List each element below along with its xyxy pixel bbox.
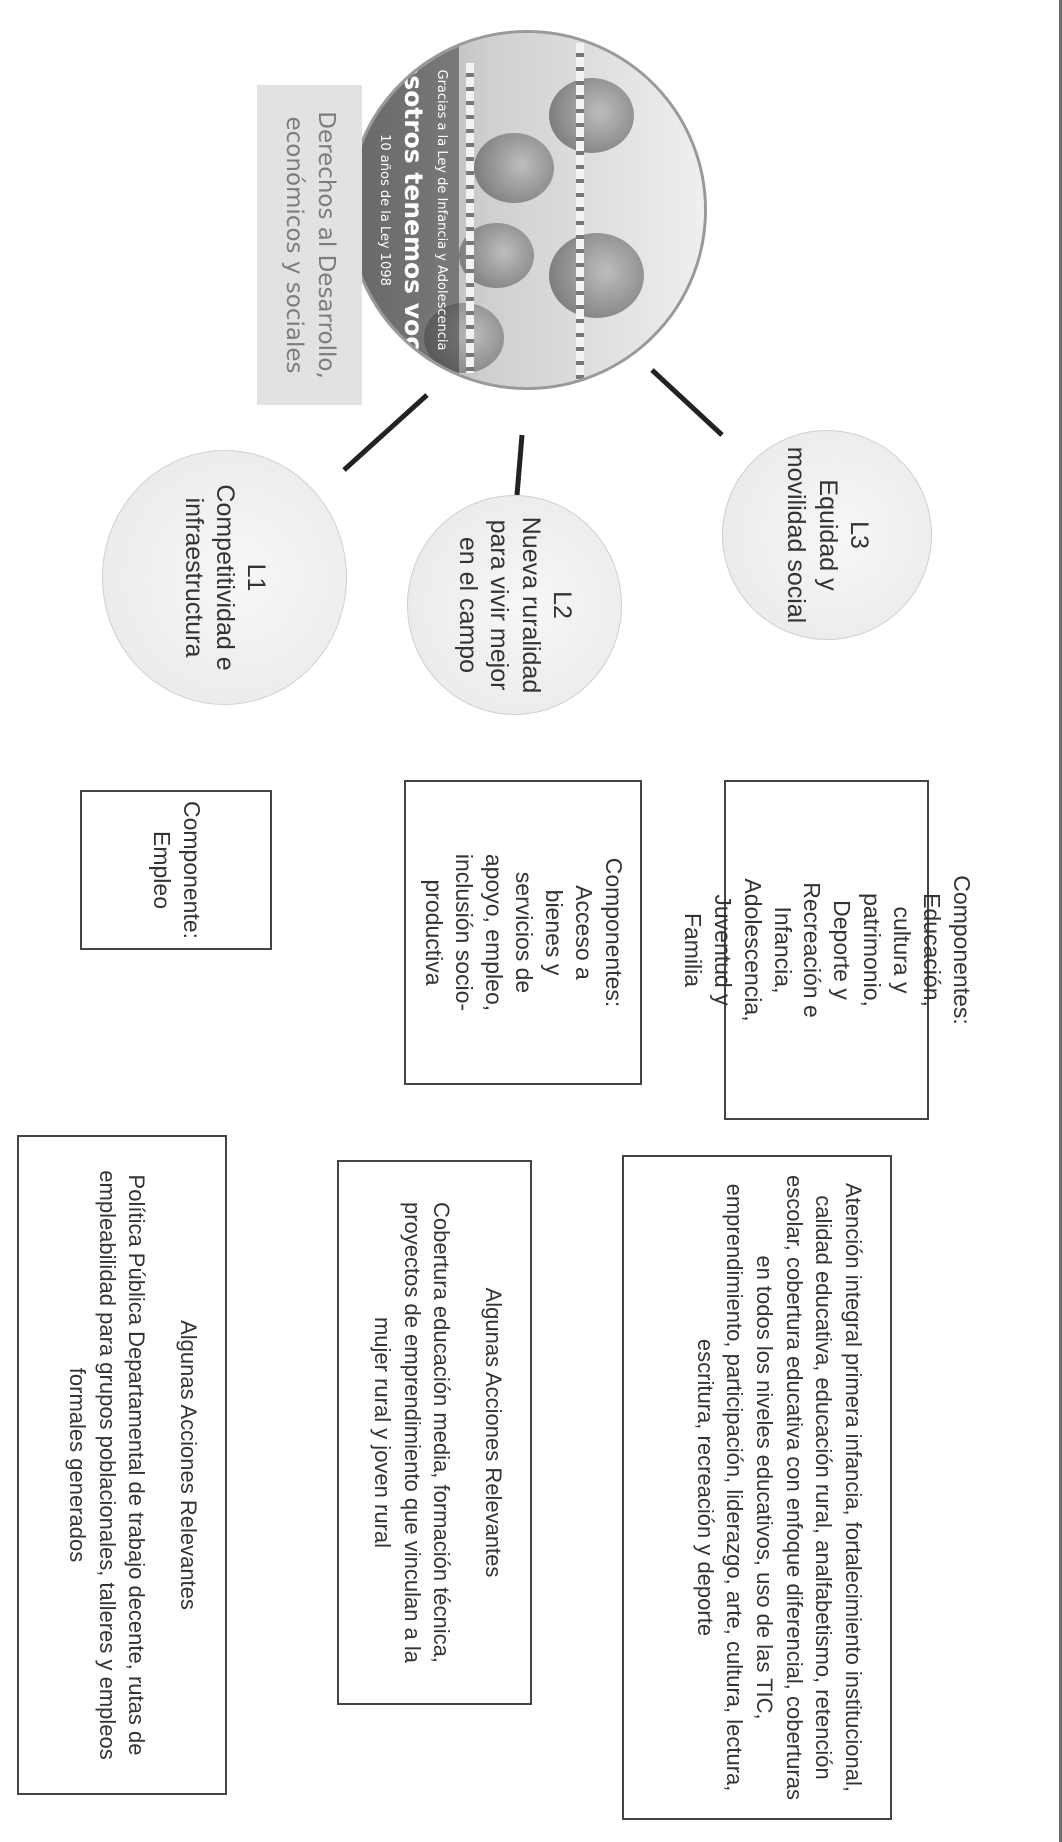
- swing-chain: [576, 43, 584, 383]
- photo-caption-subtitle: 10 años de la Ley 1098: [377, 134, 392, 286]
- components-line: Componente:: [178, 800, 205, 940]
- photo-caption-small: Gracias a la Ley de Infancia y Adolescen…: [434, 69, 449, 351]
- line-name: en el campo: [454, 536, 483, 674]
- actions-heading: Algunas Acciones Relevantes: [176, 1320, 201, 1610]
- components-line: Empleo: [149, 831, 175, 909]
- components-line: Familia: [679, 912, 706, 988]
- actions-heading: Algunas Acciones Relevantes: [481, 1287, 506, 1578]
- components-line: bienes y: [540, 889, 567, 976]
- components-line: Educación,: [919, 893, 946, 1007]
- components-line: cultura y: [889, 906, 916, 994]
- components-line: Componentes:: [948, 875, 975, 1025]
- line-name: Equidad y: [813, 479, 842, 591]
- components-line: apoyo, empleo,: [481, 853, 508, 1012]
- line-node-l1: L1 Competitividad e infraestructura: [102, 450, 347, 705]
- components-box-l3: Componentes: Educación, cultura y patrim…: [680, 780, 975, 1120]
- connector-l1: [342, 393, 429, 472]
- line-name: movilidad social: [782, 446, 811, 624]
- components-line: servicios de: [510, 871, 537, 994]
- components-line: Infancia,: [769, 906, 796, 994]
- actions-text: Política Pública Departamental de trabaj…: [64, 1170, 150, 1760]
- line-node-l2: L2 Nueva ruralidad para vivir mejor en e…: [407, 495, 622, 715]
- components-line: productiva: [421, 879, 448, 986]
- photo-circle: Gracias a la Ley de Infancia y Adolescen…: [347, 30, 707, 390]
- swing-chain: [466, 63, 474, 373]
- actions-text: Atención integral primera infancia, fort…: [692, 1175, 866, 1800]
- line-name: para vivir mejor: [485, 519, 514, 691]
- components-line: inclusión socio-: [451, 853, 478, 1012]
- root-title-line: económicos y sociales: [281, 116, 308, 374]
- line-node-l3: L3 Equidad y movilidad social: [722, 430, 932, 640]
- components-line: patrimonio,: [859, 893, 886, 1007]
- components-line: Deporte y: [829, 900, 856, 1000]
- line-code: L3: [844, 521, 873, 549]
- components-line: Juventud y: [709, 894, 736, 1006]
- line-code: L1: [242, 563, 271, 592]
- root-node-title: Derechos al Desarrollo, económicos y soc…: [257, 85, 362, 405]
- line-name: Nueva ruralidad: [516, 516, 545, 694]
- components-line: Componentes:: [600, 857, 627, 1008]
- line-name: infraestructura: [179, 497, 208, 658]
- child-face: [549, 233, 644, 318]
- components-box-l2: Componentes: Acceso a bienes y servicios…: [404, 780, 642, 1085]
- photo-caption-title: Nosotros tenemos voces: [399, 37, 428, 383]
- root-title-line: Derechos al Desarrollo,: [312, 111, 339, 379]
- line-code: L2: [548, 591, 576, 619]
- components-box-l1: Componente: Empleo: [80, 790, 272, 950]
- child-face: [474, 133, 554, 203]
- components-line: Acceso a: [570, 885, 597, 980]
- components-line: Adolescencia,: [739, 878, 766, 1022]
- actions-box-l2: Algunas Acciones Relevantes Cobertura ed…: [337, 1160, 532, 1705]
- actions-text: Cobertura educación media, formación téc…: [369, 1201, 455, 1664]
- line-name: Competitividad e: [211, 484, 240, 671]
- child-face: [549, 78, 634, 153]
- components-line: Recreación e: [799, 882, 826, 1018]
- actions-box-l3: Atención integral primera infancia, fort…: [622, 1155, 892, 1820]
- actions-box-l1: Algunas Acciones Relevantes Política Púb…: [17, 1135, 227, 1795]
- connector-l2: [514, 434, 525, 496]
